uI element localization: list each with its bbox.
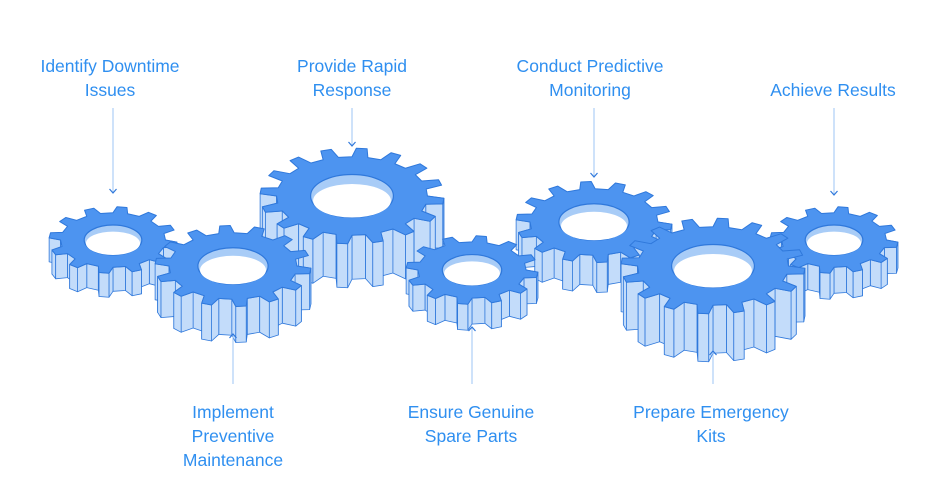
gear-side-face <box>774 287 792 340</box>
gear-side-face <box>201 302 212 342</box>
step-label-conduct-predictive-monitoring: Conduct Predictive Monitoring <box>516 56 664 100</box>
gear-side-face <box>607 251 622 285</box>
gear-side-face <box>733 310 745 362</box>
connector-achieve-results <box>830 108 838 196</box>
gear-side-face <box>322 231 337 279</box>
gear-side-face <box>579 254 594 286</box>
gear-side-face <box>644 293 661 347</box>
gear-side-face <box>268 298 279 339</box>
gear-side-face <box>753 298 767 354</box>
gear-side-face <box>852 269 863 299</box>
gear-side-face <box>55 253 68 280</box>
step-label-provide-rapid-response: Provide Rapid Response <box>297 56 407 100</box>
gear-side-face <box>281 286 297 327</box>
gear-hub-hole <box>806 231 862 255</box>
step-label-ensure-genuine-spare-parts: Ensure Genuine Spare Parts <box>407 402 535 446</box>
gear-side-face <box>336 242 349 289</box>
connector-ensure-genuine-spare-parts <box>468 326 476 384</box>
gear-side-face <box>712 304 727 354</box>
gear-side-face <box>312 231 324 284</box>
gear-side-face <box>622 276 627 331</box>
gear-side-face <box>807 263 820 293</box>
gear-side-face <box>211 298 220 342</box>
gear-side-face <box>596 261 608 293</box>
step-label-prepare-emergency-kits: Prepare Emergency Kits <box>633 402 789 446</box>
gear-side-face <box>295 285 302 327</box>
gear-side-face <box>457 303 469 331</box>
arrow-down-icon <box>348 141 356 147</box>
gear-side-face <box>69 264 78 293</box>
gear-side-face <box>673 301 685 358</box>
connector-identify-downtime <box>109 108 117 194</box>
gear-side-face <box>509 289 521 320</box>
gear-side-face <box>180 291 194 333</box>
gear-hub-hole <box>674 253 752 288</box>
gear-side-face <box>131 269 142 297</box>
gear-side-face <box>218 298 233 336</box>
arrow-down-icon <box>830 190 838 196</box>
gear-implement-preventive-maintenance <box>154 224 312 343</box>
gear-side-face <box>637 293 646 347</box>
connector-prepare-emergency-kits <box>709 350 717 384</box>
gear-side-face <box>790 285 797 340</box>
gear-side-face <box>157 276 162 319</box>
step-label-achieve-results: Achieve Results <box>770 80 896 100</box>
gear-side-face <box>491 300 502 330</box>
arrow-up-icon <box>709 350 717 356</box>
gear-side-face <box>98 272 110 298</box>
gear-side-face <box>541 247 555 283</box>
gear-side-face <box>726 304 735 362</box>
gear-side-face <box>819 272 831 300</box>
arrow-up-icon <box>468 326 476 332</box>
gear-side-face <box>372 240 384 288</box>
gear-side-face <box>173 292 182 333</box>
gear-identify-downtime <box>48 206 178 298</box>
gear-side-face <box>697 312 710 363</box>
gear-side-face <box>880 258 888 289</box>
gear-side-face <box>351 234 366 280</box>
gear-side-face <box>471 296 486 325</box>
connector-implement-preventive-maintenance <box>229 333 237 384</box>
gear-side-face <box>869 259 882 289</box>
step-label-identify-downtime: Identify Downtime Issues <box>40 56 180 100</box>
gear-side-face <box>766 300 776 354</box>
gear-side-face <box>392 228 406 280</box>
gear-hub-hole <box>561 211 627 241</box>
gear-side-face <box>77 263 88 293</box>
gear-side-face <box>160 280 176 319</box>
gear-side-face <box>435 293 446 325</box>
connector-conduct-predictive-monitoring <box>590 108 598 178</box>
gear-hub-hole <box>200 255 266 285</box>
gear-side-face <box>683 301 698 353</box>
gear-side-face <box>663 306 675 358</box>
gear-side-face <box>412 283 426 312</box>
arrow-down-icon <box>109 188 117 194</box>
gear-side-face <box>259 295 270 339</box>
gear-side-face <box>562 258 573 292</box>
gear-hub-hole <box>313 183 391 218</box>
gear-side-face <box>246 295 261 335</box>
gear-side-face <box>86 263 99 291</box>
gear-prepare-emergency-kits <box>620 217 806 363</box>
gear-side-face <box>833 266 847 294</box>
gear-hub-hole <box>444 261 500 286</box>
gear-side-face <box>112 266 126 292</box>
gear-side-face <box>444 293 458 324</box>
gear-side-face <box>365 234 374 288</box>
gear-side-face <box>426 294 436 325</box>
connector-provide-rapid-response <box>348 108 356 147</box>
gear-side-face <box>235 305 247 343</box>
gear-side-face <box>520 288 528 320</box>
arrow-down-icon <box>590 172 598 178</box>
step-label-implement-preventive-maintenance: Implement Preventive Maintenance <box>182 402 284 470</box>
gear-hub-hole <box>85 231 141 255</box>
gear-ensure-genuine-spare-parts <box>405 235 539 331</box>
arrow-up-icon <box>229 333 237 339</box>
